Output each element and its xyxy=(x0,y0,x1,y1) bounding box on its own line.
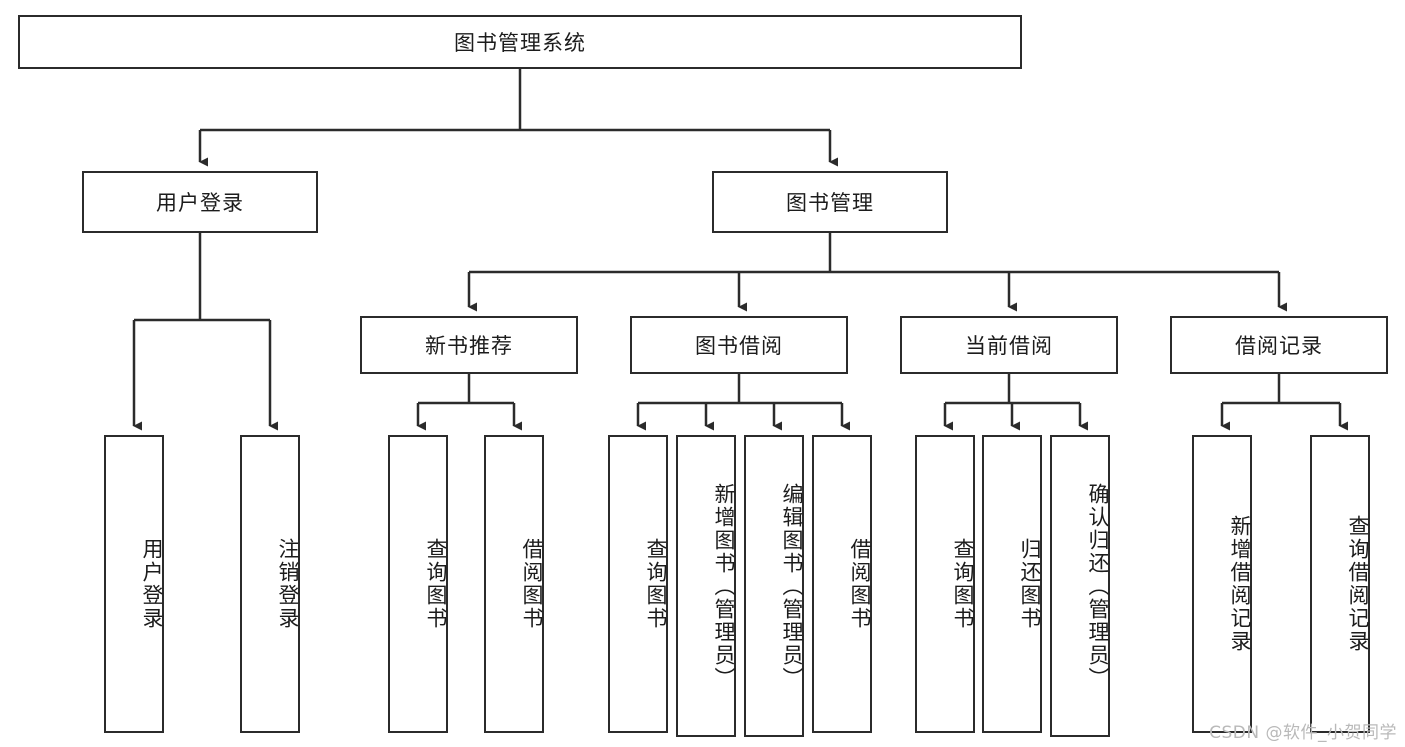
node-borrow-record[interactable]: 借阅记录 xyxy=(1170,316,1388,374)
node-leaf-query-book-a[interactable]: 查询图书 xyxy=(388,435,448,733)
node-root[interactable]: 图书管理系统 xyxy=(18,15,1022,69)
node-leaf-borrow-book-b-label: 借阅图书 xyxy=(848,538,872,630)
csdn-watermark: CSDN @软件_小贺同学 xyxy=(1209,723,1397,743)
node-current-borrow-label: 当前借阅 xyxy=(965,334,1053,358)
node-leaf-logout[interactable]: 注销登录 xyxy=(240,435,300,733)
node-leaf-confirm-return-admin-label: 确认归还（管理员） xyxy=(1086,482,1110,690)
node-leaf-add-borrow-record-label: 新增借阅记录 xyxy=(1228,515,1252,653)
node-leaf-borrow-book-b[interactable]: 借阅图书 xyxy=(812,435,872,733)
node-leaf-confirm-return-admin[interactable]: 确认归还（管理员） xyxy=(1050,435,1110,737)
node-leaf-user-login[interactable]: 用户登录 xyxy=(104,435,164,733)
node-leaf-query-book-c-label: 查询图书 xyxy=(951,538,975,630)
node-root-label: 图书管理系统 xyxy=(454,31,586,55)
node-leaf-return-book[interactable]: 归还图书 xyxy=(982,435,1042,733)
node-leaf-query-book-b[interactable]: 查询图书 xyxy=(608,435,668,733)
node-leaf-user-login-label: 用户登录 xyxy=(140,538,164,630)
node-user-login[interactable]: 用户登录 xyxy=(82,171,318,233)
node-book-borrow[interactable]: 图书借阅 xyxy=(630,316,848,374)
node-leaf-borrow-book-a[interactable]: 借阅图书 xyxy=(484,435,544,733)
node-borrow-record-label: 借阅记录 xyxy=(1235,334,1323,358)
node-leaf-query-book-b-label: 查询图书 xyxy=(644,538,668,630)
node-book-borrow-label: 图书借阅 xyxy=(695,334,783,358)
node-leaf-query-book-c[interactable]: 查询图书 xyxy=(915,435,975,733)
node-current-borrow[interactable]: 当前借阅 xyxy=(900,316,1118,374)
node-leaf-edit-book-admin-label: 编辑图书（管理员） xyxy=(780,482,804,690)
node-leaf-add-book-admin[interactable]: 新增图书（管理员） xyxy=(676,435,736,737)
node-leaf-add-book-admin-label: 新增图书（管理员） xyxy=(712,482,736,690)
node-book-management-label: 图书管理 xyxy=(786,191,874,215)
node-new-book-recommend-label: 新书推荐 xyxy=(425,334,513,358)
node-leaf-return-book-label: 归还图书 xyxy=(1018,538,1042,630)
node-leaf-borrow-book-a-label: 借阅图书 xyxy=(520,538,544,630)
node-leaf-logout-label: 注销登录 xyxy=(276,538,300,630)
node-book-management[interactable]: 图书管理 xyxy=(712,171,948,233)
node-leaf-add-borrow-record[interactable]: 新增借阅记录 xyxy=(1192,435,1252,733)
node-new-book-recommend[interactable]: 新书推荐 xyxy=(360,316,578,374)
node-leaf-query-book-a-label: 查询图书 xyxy=(424,538,448,630)
node-user-login-label: 用户登录 xyxy=(156,191,244,215)
node-leaf-query-borrow-record-label: 查询借阅记录 xyxy=(1346,515,1370,653)
node-leaf-query-borrow-record[interactable]: 查询借阅记录 xyxy=(1310,435,1370,733)
node-leaf-edit-book-admin[interactable]: 编辑图书（管理员） xyxy=(744,435,804,737)
